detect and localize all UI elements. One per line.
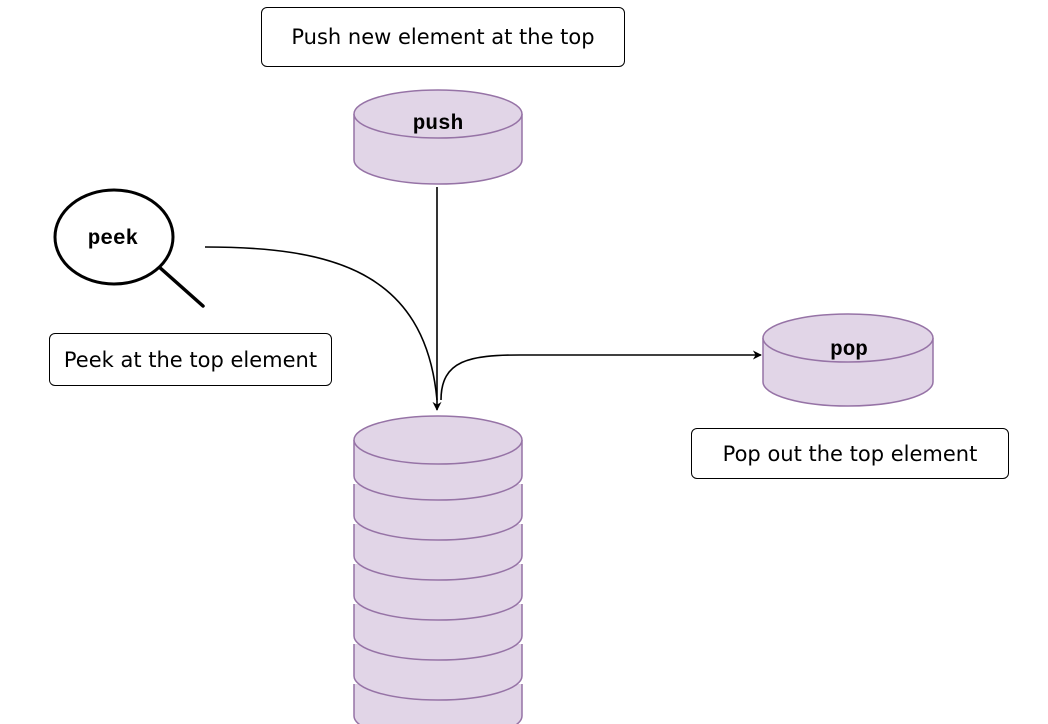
pop-callout: Pop out the top element [691,428,1009,479]
push-label: push [413,113,463,136]
pop-arrow [440,350,762,401]
peek-connector [204,246,438,401]
magnifier-icon: peek [53,188,205,308]
magnifier-handle [156,264,205,308]
stack-element [353,644,523,701]
stack [353,415,523,724]
pop-label: pop [830,339,868,362]
stack-element [353,484,523,541]
pop-cylinder: pop [762,313,934,407]
stack-element [353,604,523,661]
peek-label: peek [88,228,138,251]
stack-element [353,564,523,621]
magnifier-lens [53,188,175,286]
push-cylinder: push [353,89,523,185]
peek-callout: Peek at the top element [49,333,332,386]
stack-element [353,524,523,581]
push-callout: Push new element at the top [261,7,625,67]
stack-element [353,415,523,501]
